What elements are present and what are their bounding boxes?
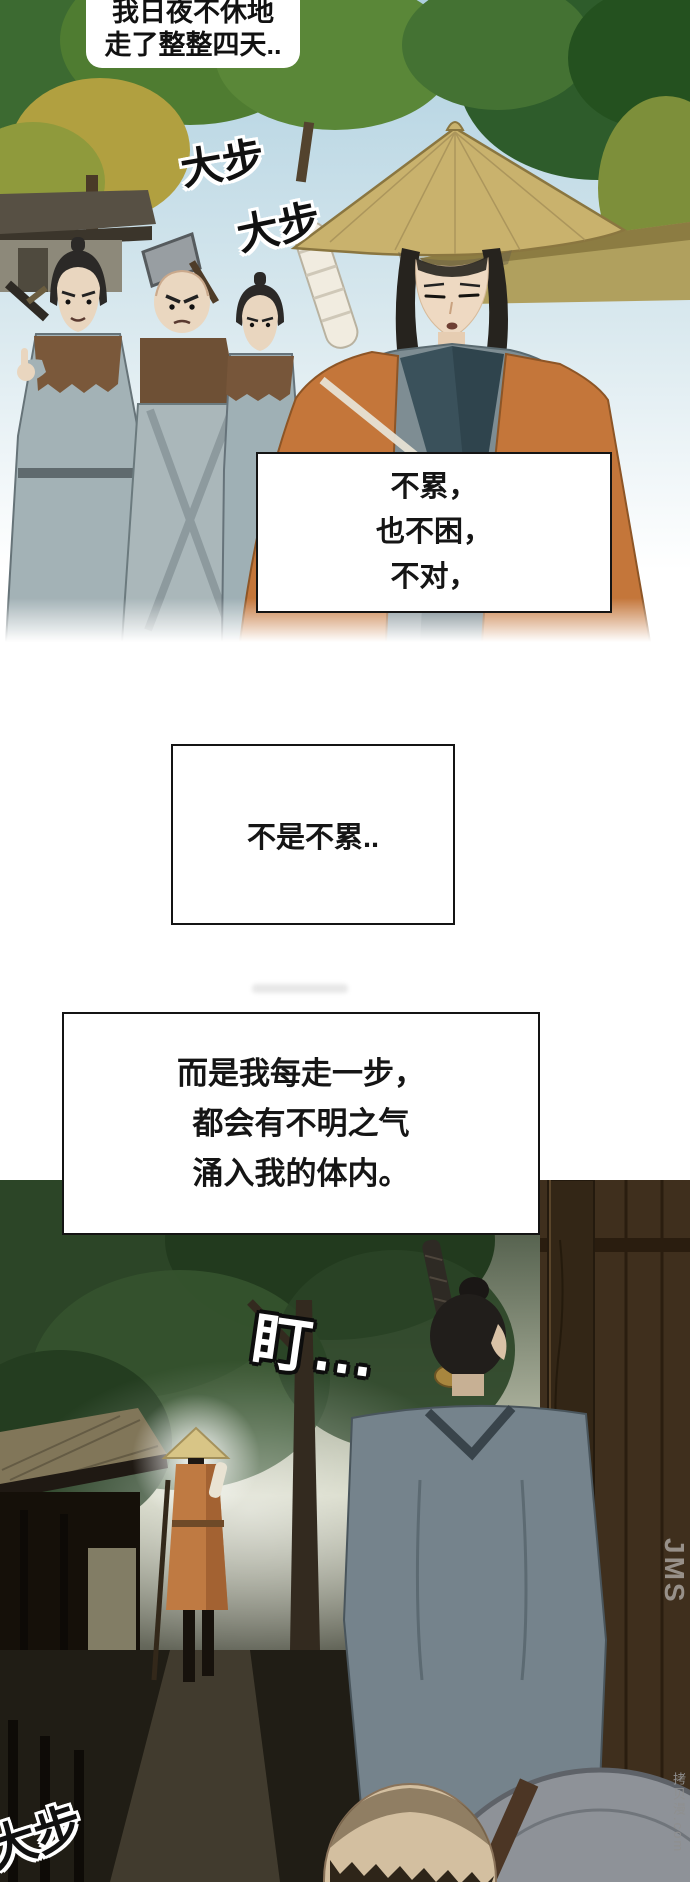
villager-monk	[120, 232, 250, 642]
speech-box-mid: 不累， 也不困， 不对，	[256, 452, 612, 613]
mid-line-1: 不累，	[390, 471, 478, 503]
watermark-site: 拷贝漫.com	[671, 1772, 686, 1854]
monk-head-bottom	[323, 1783, 497, 1882]
sfx-stare: 盯...	[247, 1306, 382, 1391]
not-tired-text: 不是不累..	[246, 821, 380, 854]
bottom-panel-art	[0, 1180, 690, 1882]
bubble-line-2: 走了整整四天..	[104, 30, 282, 60]
faint-artifact	[252, 984, 348, 993]
reason-line-1: 而是我每走一步，	[177, 1055, 425, 1091]
caption-box-not-tired: 不是不累..	[171, 744, 455, 925]
bottom-man	[342, 1239, 608, 1882]
reason-line-2: 都会有不明之气	[192, 1105, 410, 1141]
bubble-line-1: 我日夜不休地	[112, 0, 274, 27]
straw-hat	[290, 126, 627, 257]
caption-box-reason: 而是我每走一步， 都会有不明之气 涌入我的体内。	[62, 1012, 540, 1235]
speech-bubble-narration: 我日夜不休地 走了整整四天..	[86, 0, 300, 68]
mid-line-3: 不对，	[390, 561, 478, 593]
villager-pointing	[4, 237, 148, 642]
distant-traveler	[132, 1394, 260, 1682]
mid-line-2: 也不困，	[375, 516, 492, 548]
watermark-brand: JMS	[659, 1538, 690, 1605]
reason-line-3: 涌入我的体内。	[192, 1155, 410, 1191]
